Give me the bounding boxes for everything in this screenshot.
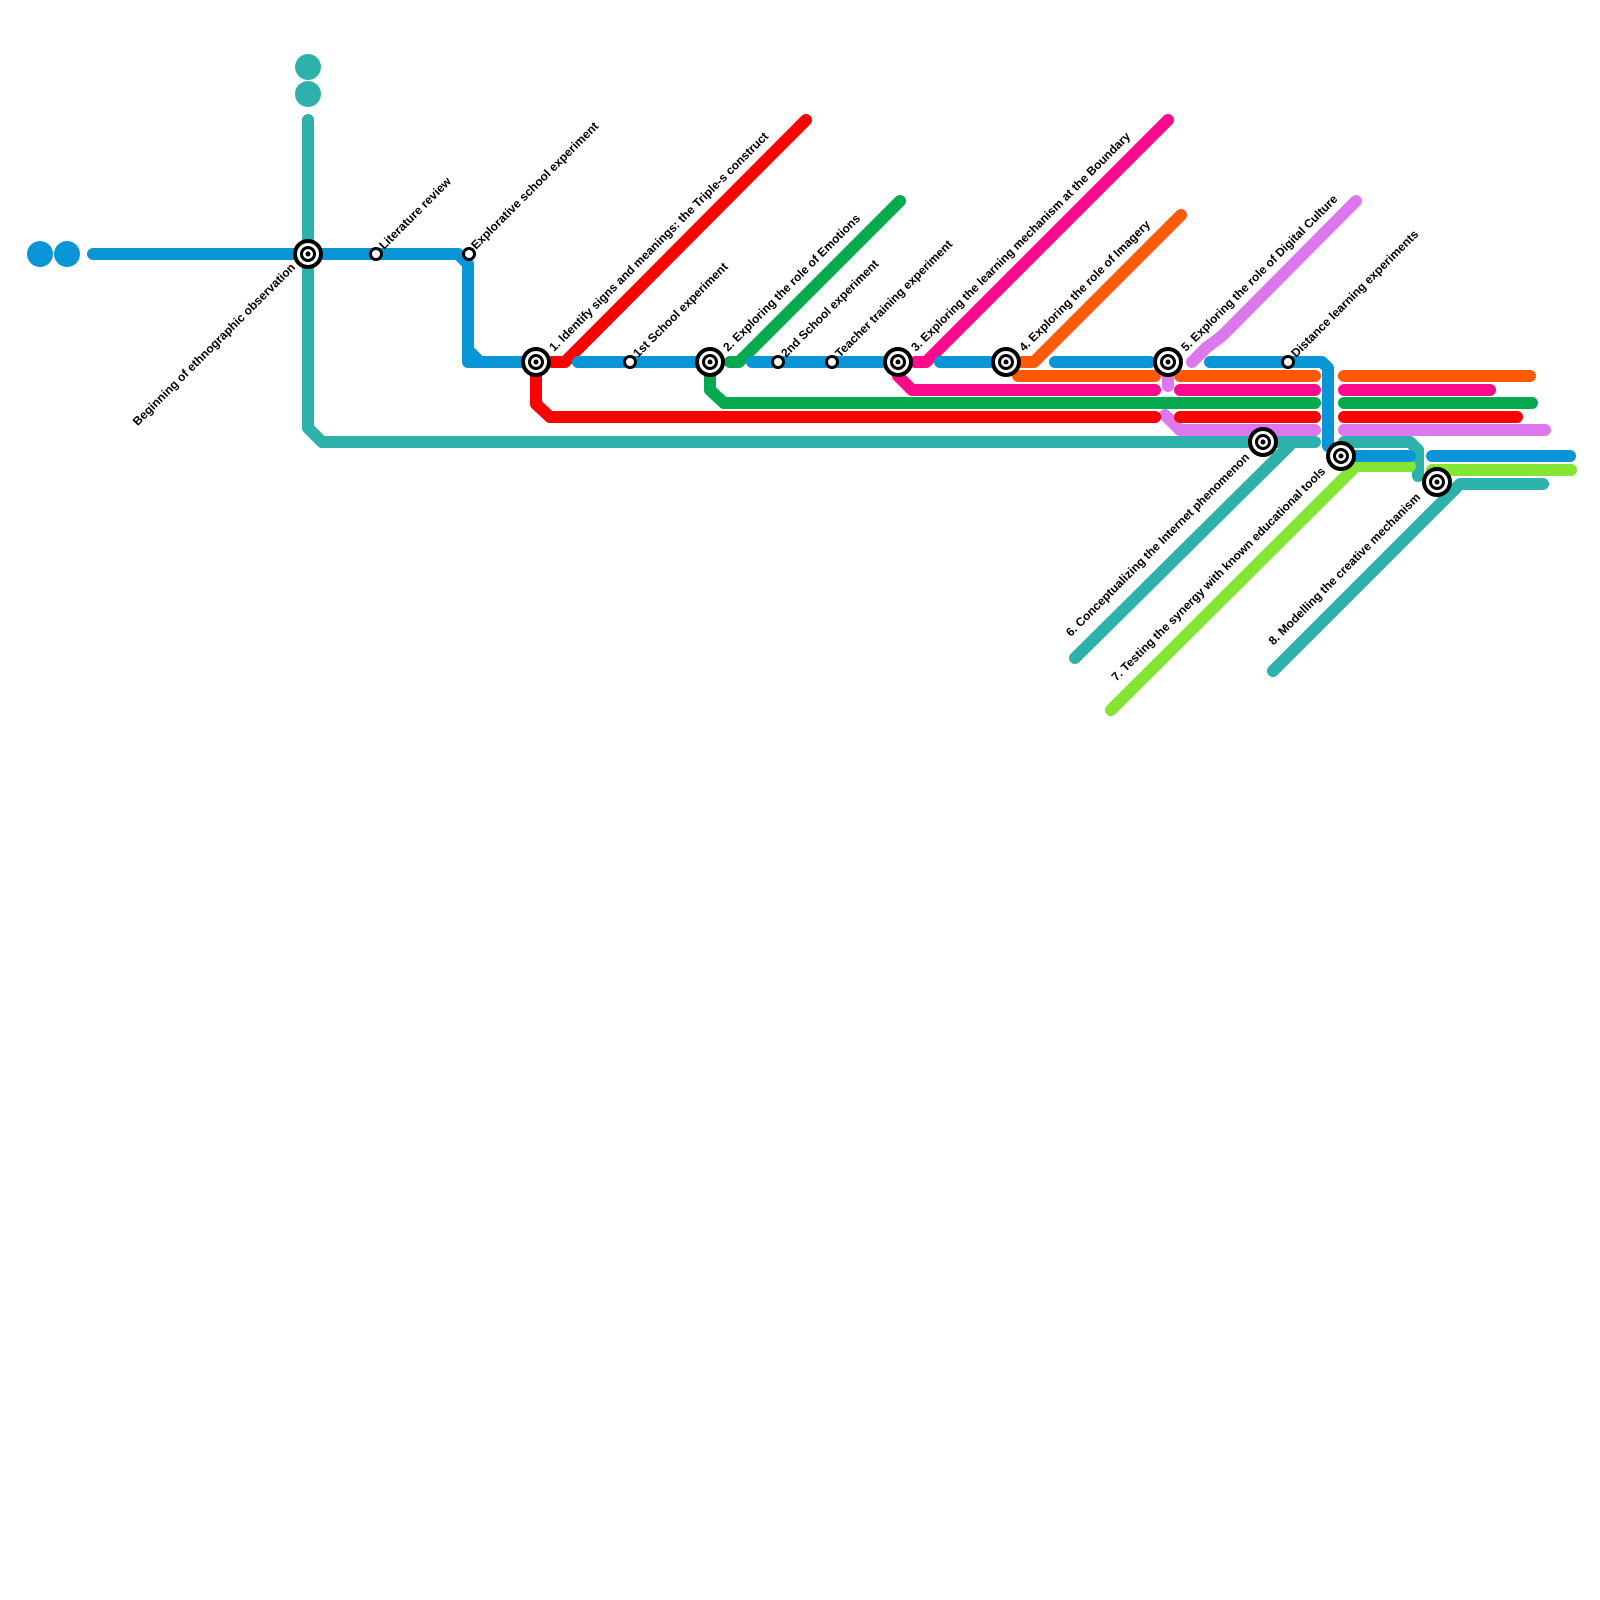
label-beginning: Beginning of ethnographic observation: [130, 260, 298, 428]
lime-line: [1105, 460, 1577, 716]
blue-line-terminal: [27, 241, 53, 267]
interchange-s4[interactable]: [991, 347, 1021, 377]
interchange-s2[interactable]: [695, 347, 725, 377]
interchange-s7[interactable]: [1326, 441, 1356, 471]
stop-teacher[interactable]: [825, 355, 839, 369]
label-s4: 4. Exploring the role of Imagery: [1016, 217, 1153, 354]
interchange-s6[interactable]: [1248, 427, 1278, 457]
teal-line-terminal: [295, 81, 321, 107]
blue-line: [87, 248, 1576, 462]
interchange-s8[interactable]: [1422, 467, 1452, 497]
orange-line: [1012, 209, 1536, 382]
teal-line-terminal: [295, 54, 321, 80]
label-literature: Literature review: [376, 174, 454, 252]
stop-literature[interactable]: [369, 247, 383, 261]
stop-distance[interactable]: [1281, 355, 1295, 369]
interchange-s3[interactable]: [883, 347, 913, 377]
label-s8: 8. Modelling the creative mechanism: [1266, 490, 1423, 647]
stop-school1[interactable]: [623, 355, 637, 369]
magenta-line: [892, 114, 1496, 396]
label-s6: 6. Conceptualizing the Internet phenomen…: [1063, 450, 1252, 639]
stop-school2[interactable]: [771, 355, 785, 369]
stop-explorative[interactable]: [462, 247, 476, 261]
label-explorative: Explorative school experiment: [468, 119, 601, 252]
interchange-beginning[interactable]: [293, 239, 323, 269]
green-line: [704, 195, 1538, 409]
interchange-s5[interactable]: [1153, 347, 1183, 377]
label-s2: 2. Exploring the role of Emotions: [720, 211, 863, 354]
interchange-s1[interactable]: [521, 347, 551, 377]
red-line: [530, 114, 1523, 423]
teal-line: [302, 114, 1549, 677]
blue-line-terminal: [54, 241, 80, 267]
